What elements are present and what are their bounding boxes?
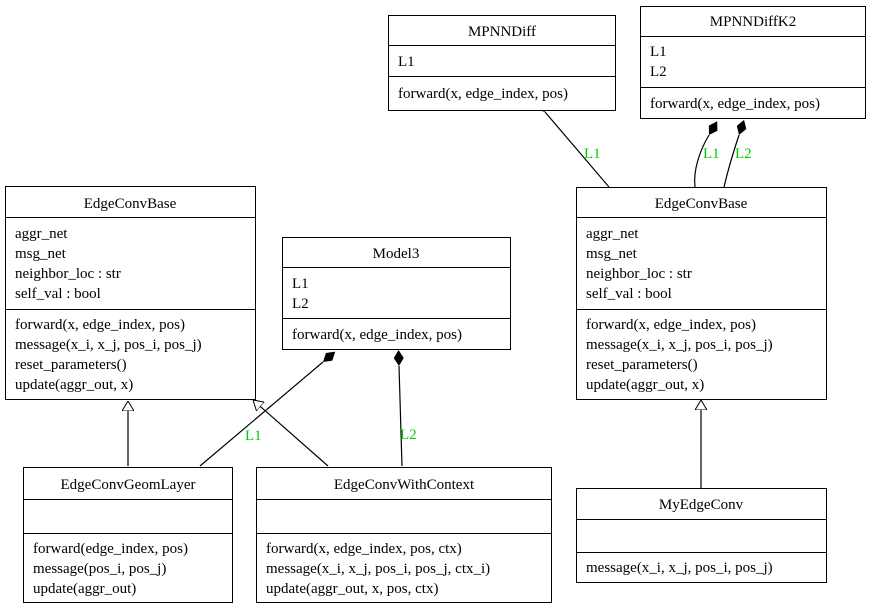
class-attribute: self_val : bool — [586, 286, 672, 302]
class-method: forward(x, edge_index, pos) — [398, 86, 568, 102]
class-attribute: aggr_net — [586, 226, 639, 242]
class-title: MPNNDiffK2 — [710, 14, 796, 30]
class-box-mpnndiff[interactable]: MPNNDiff L1 forward(x, edge_index, pos) — [388, 15, 616, 111]
class-method: update(aggr_out) — [33, 581, 136, 597]
class-title: MPNNDiff — [468, 24, 536, 40]
class-title: MyEdgeConv — [659, 497, 744, 513]
edge-label-model3-l1: L1 — [245, 428, 262, 444]
class-attribute: L1 — [292, 276, 309, 292]
edge-label-mpnndiffk2-l2: L2 — [735, 146, 752, 162]
class-box-model3[interactable]: Model3 L1 L2 forward(x, edge_index, pos) — [282, 237, 511, 350]
class-attribute: L1 — [398, 54, 415, 70]
class-box-myedgeconv[interactable]: MyEdgeConv message(x_i, x_j, pos_i, pos_… — [576, 488, 827, 583]
composition-edge-model3-withcontext — [393, 350, 404, 467]
class-title: EdgeConvGeomLayer — [61, 477, 196, 493]
composition-edge-mpnndiffk2-l2 — [723, 119, 747, 188]
class-attribute: L2 — [650, 64, 667, 80]
class-box-edgeconvgeomlayer[interactable]: EdgeConvGeomLayer forward(edge_index, po… — [23, 467, 233, 603]
inheritance-edge-withcontext-edgeconvbase — [253, 400, 329, 467]
class-method: message(x_i, x_j, pos_i, pos_j) — [586, 337, 773, 353]
class-attribute: L1 — [650, 44, 667, 60]
class-attribute: L2 — [292, 296, 309, 312]
edge-label-mpnndiff-l1: L1 — [584, 146, 601, 162]
class-method: message(x_i, x_j, pos_i, pos_j) — [15, 337, 202, 353]
class-title: EdgeConvBase — [84, 196, 177, 212]
class-method: reset_parameters() — [586, 357, 698, 373]
class-attribute: msg_net — [15, 246, 67, 262]
class-attribute: self_val : bool — [15, 286, 101, 302]
class-box-mpnndiffk2[interactable]: MPNNDiffK2 L1 L2 forward(x, edge_index, … — [640, 6, 866, 119]
class-title: Model3 — [373, 246, 420, 262]
class-box-edgeconvbase-left[interactable]: EdgeConvBase aggr_net msg_net neighbor_l… — [5, 186, 256, 400]
composition-edge-mpnndiffk2-l1 — [694, 121, 718, 188]
class-attribute: neighbor_loc : str — [586, 266, 692, 282]
class-method: update(aggr_out, x, pos, ctx) — [266, 581, 438, 597]
class-method: forward(x, edge_index, pos, ctx) — [266, 541, 462, 557]
class-box-edgeconvbase-right[interactable]: EdgeConvBase aggr_net msg_net neighbor_l… — [576, 187, 827, 400]
class-title: EdgeConvBase — [655, 196, 748, 212]
class-method: reset_parameters() — [15, 357, 127, 373]
class-method: update(aggr_out, x) — [586, 377, 704, 393]
class-method: forward(x, edge_index, pos) — [586, 317, 756, 333]
edge-label-model3-l2: L2 — [400, 427, 417, 443]
class-title: EdgeConvWithContext — [334, 477, 475, 493]
edge-label-mpnndiffk2-l1: L1 — [703, 146, 720, 162]
composition-edge-model3-geomlayer — [199, 351, 336, 467]
class-method: message(x_i, x_j, pos_i, pos_j, ctx_i) — [266, 561, 490, 577]
class-method: forward(x, edge_index, pos) — [650, 96, 820, 112]
class-method: forward(x, edge_index, pos) — [292, 327, 462, 343]
class-attribute: aggr_net — [15, 226, 68, 242]
class-method: forward(edge_index, pos) — [33, 541, 188, 557]
composition-edge-mpnndiff-edgeconvbase — [534, 99, 610, 188]
class-attribute: msg_net — [586, 246, 638, 262]
class-attribute: neighbor_loc : str — [15, 266, 121, 282]
class-box-edgeconvwithcontext[interactable]: EdgeConvWithContext forward(x, edge_inde… — [256, 467, 552, 603]
class-method: forward(x, edge_index, pos) — [15, 317, 185, 333]
class-method: message(x_i, x_j, pos_i, pos_j) — [586, 560, 773, 576]
class-method: message(pos_i, pos_j) — [33, 561, 166, 577]
class-method: update(aggr_out, x) — [15, 377, 133, 393]
